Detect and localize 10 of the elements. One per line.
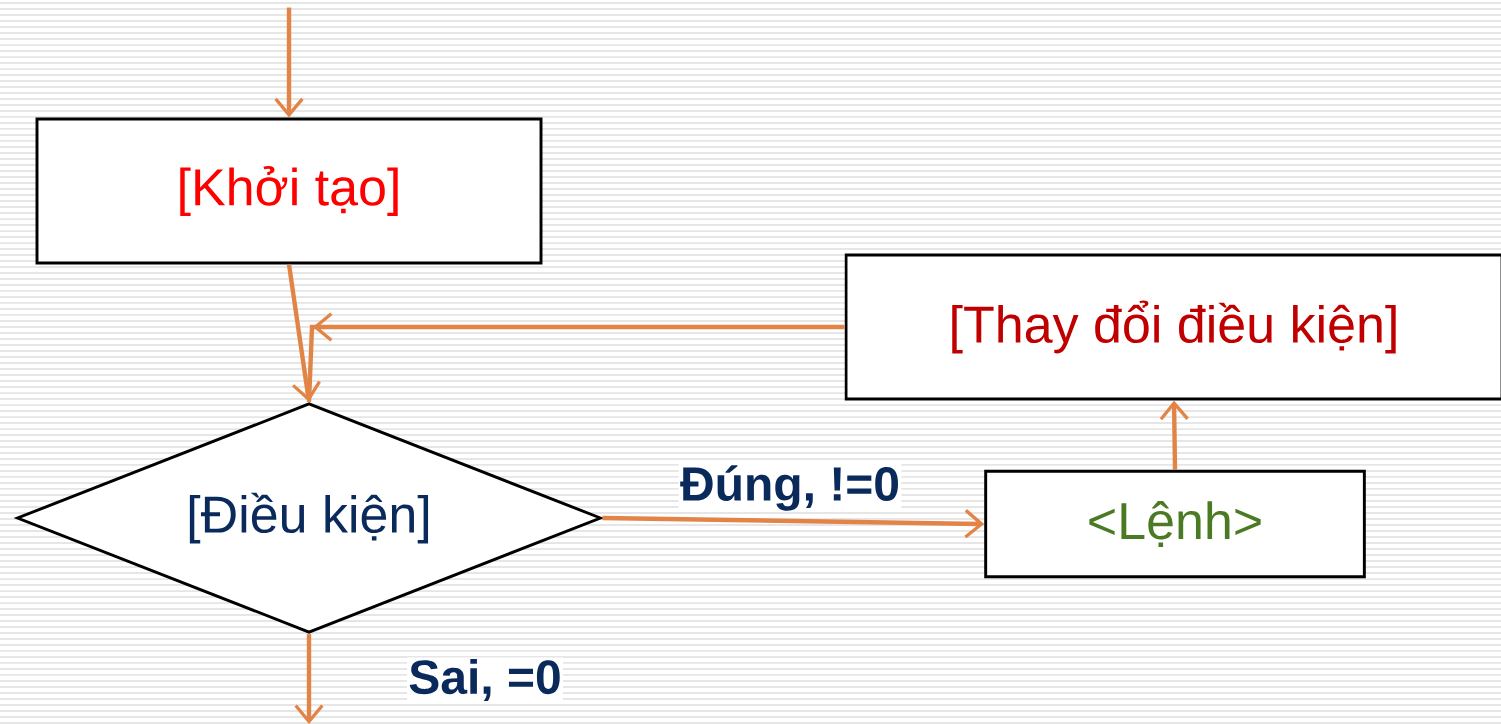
arrow [1159, 400, 1189, 470]
edge-label: Đúng, !=0 [678, 464, 902, 513]
process-box: [Thay đổi điều kiện] [844, 253, 1501, 401]
edge-label: Sai, =0 [406, 657, 564, 703]
process-box: [Khởi tạo] [35, 117, 543, 265]
arrow [286, 264, 321, 402]
arrow [274, 97, 304, 118]
process-box: <Lệnh> [984, 469, 1366, 579]
arrow [294, 634, 324, 724]
arrow [602, 509, 985, 539]
